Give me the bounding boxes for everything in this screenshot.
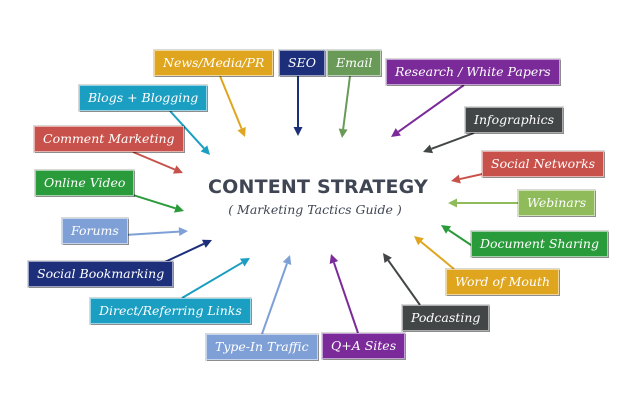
arrow-line-14	[181, 261, 243, 299]
arrow-line-10	[124, 230, 180, 236]
tag-forums: Forums	[62, 218, 128, 244]
tag-news-media-pr: News/Media/PR	[154, 50, 274, 76]
arrow-line-17	[332, 262, 359, 334]
arrow-line-5	[431, 132, 475, 150]
tag-direct-referring-links: Direct/Referring Links	[90, 298, 251, 324]
arrow-head-11	[441, 225, 451, 234]
arrow-line-4	[169, 110, 205, 150]
arrow-line-2	[342, 75, 351, 130]
diagram-title: CONTENT STRATEGY	[208, 176, 428, 198]
tag-research-white-papers: Research / White Papers	[386, 59, 560, 85]
arrow-line-13	[420, 240, 455, 270]
arrow-head-6	[172, 165, 183, 174]
arrow-line-3	[397, 84, 465, 133]
arrow-head-17	[329, 254, 339, 264]
tag-email: Email	[327, 50, 382, 76]
tag-online-video: Online Video	[35, 170, 135, 196]
arrow-head-15	[383, 253, 392, 263]
tag-infographics: Infographics	[465, 107, 564, 133]
diagram-subtitle: ( Marketing Tactics Guide )	[228, 202, 402, 217]
arrow-head-14	[239, 258, 250, 267]
tag-comment-marketing: Comment Marketing	[34, 126, 184, 152]
tag-document-sharing: Document Sharing	[471, 231, 608, 257]
tag-seo: SEO	[279, 50, 325, 76]
arrow-head-0	[237, 126, 246, 137]
arrow-line-16	[261, 263, 288, 335]
tag-social-bookmarking: Social Bookmarking	[28, 261, 174, 287]
arrow-head-4	[200, 145, 210, 155]
arrow-head-5	[423, 144, 434, 154]
arrow-head-8	[174, 204, 184, 213]
arrow-head-1	[293, 127, 303, 136]
arrow-head-10	[178, 227, 188, 237]
tag-social-networks: Social Networks	[482, 151, 605, 177]
arrow-head-13	[414, 236, 424, 246]
arrow-head-3	[391, 128, 401, 137]
tag-word-of-mouth: Word of Mouth	[446, 269, 560, 295]
tag-webinars: Webinars	[518, 190, 596, 216]
tag-q-a-sites: Q+A Sites	[322, 333, 406, 359]
arrow-line-6	[132, 151, 176, 171]
arrow-line-15	[387, 259, 421, 306]
arrow-head-2	[338, 128, 348, 138]
arrow-head-16	[282, 255, 292, 265]
arrow-line-11	[447, 229, 475, 248]
tag-type-in-traffic: Type-In Traffic	[206, 334, 318, 360]
arrow-line-0	[219, 75, 243, 130]
tag-podcasting: Podcasting	[402, 305, 490, 331]
tag-blogs-blogging: Blogs + Blogging	[79, 85, 208, 111]
arrow-head-9	[448, 198, 457, 208]
arrow-head-7	[451, 174, 461, 184]
arrow-head-12	[201, 239, 212, 248]
